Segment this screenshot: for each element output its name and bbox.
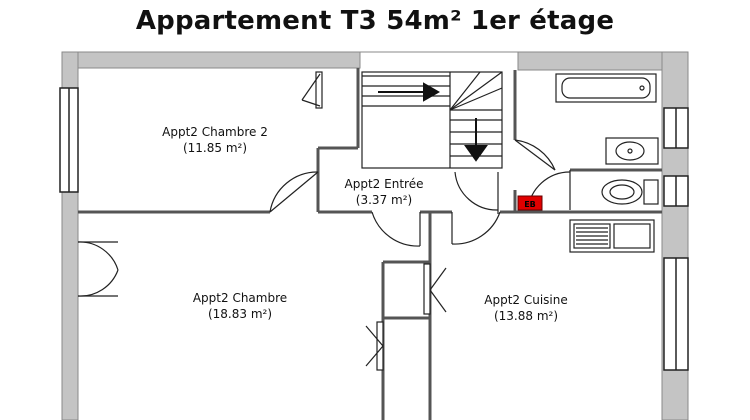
wall-top-left: [61, 51, 361, 69]
closet-chambre-top: [423, 263, 447, 315]
stairs-arrow-down: [464, 118, 488, 162]
room-name: Appt2 Chambre: [192, 291, 288, 305]
kitchen-sink: [569, 219, 655, 253]
room-name: Appt2 Cuisine: [484, 293, 568, 307]
room-entree: Appt2 Entrée (3.37 m²): [322, 176, 446, 208]
room-area: (3.37 m²): [355, 193, 413, 207]
room-name: Appt2 Chambre 2: [162, 125, 268, 139]
closet-chambre2: [301, 71, 323, 109]
room-name: Appt2 Entrée: [344, 177, 424, 191]
door-entree-stairs: [454, 171, 499, 214]
room-area: (18.83 m²): [207, 307, 273, 321]
toilet: [601, 179, 659, 205]
room-chambre: Appt2 Chambre (18.83 m²): [170, 290, 310, 322]
door-left-double: [77, 241, 119, 297]
closet-chambre-bottom: [365, 321, 384, 371]
door-bathroom: [514, 139, 556, 171]
room-chambre-2: Appt2 Chambre 2 (11.85 m²): [140, 124, 290, 156]
room-cuisine: Appt2 Cuisine (13.88 m²): [466, 292, 586, 324]
door-chambre: [371, 211, 421, 247]
door-chambre2: [269, 171, 319, 213]
staircase: [361, 71, 503, 169]
room-area: (11.85 m²): [182, 141, 248, 155]
stairs-arrow-right: [378, 82, 441, 102]
bathroom-sink: [605, 137, 659, 165]
page-title: Appartement T3 54m² 1er étage: [135, 6, 615, 36]
windows: [59, 87, 689, 371]
inner-walls: [78, 68, 662, 420]
meter-label: EB: [524, 200, 536, 209]
door-cuisine: [451, 211, 501, 245]
room-area: (13.88 m²): [493, 309, 559, 323]
bathtub: [555, 73, 657, 103]
electric-meter: EB: [517, 195, 543, 211]
